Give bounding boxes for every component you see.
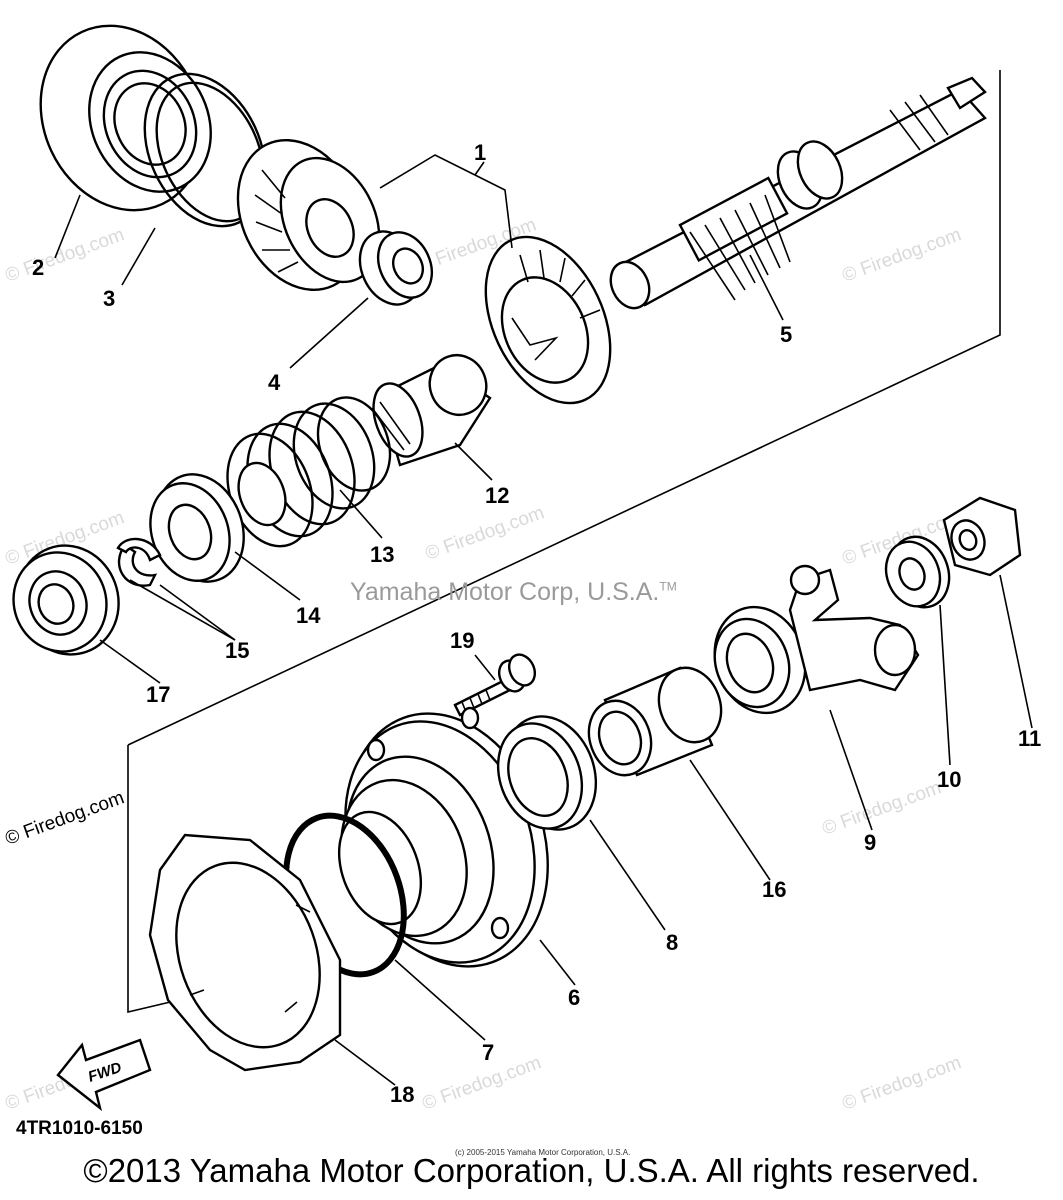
watermark: © Firedog.com xyxy=(840,1052,965,1114)
callout-16: 16 xyxy=(762,877,786,902)
forward-arrow: FWD xyxy=(56,1038,152,1112)
part-19-bolt xyxy=(453,653,537,717)
copyright-notice: ©2013 Yamaha Motor Corporation, U.S.A. A… xyxy=(83,1152,980,1189)
watermark: © Firedog.com xyxy=(840,224,965,286)
part-9-yoke xyxy=(713,564,920,715)
watermark: © Firedog.com xyxy=(423,502,548,564)
part-11-nut xyxy=(942,496,1022,577)
part-12-sleeve xyxy=(371,354,492,467)
part-13-spring xyxy=(226,396,392,548)
center-watermark: Yamaha Motor Corp, U.S.A.TM xyxy=(350,578,677,606)
callout-6: 6 xyxy=(568,985,580,1010)
part-15-circlip xyxy=(116,537,162,587)
callout-2: 2 xyxy=(32,255,44,280)
part-8-seal xyxy=(496,715,598,831)
tiny-copyright: (c) 2005-2015 Yamaha Motor Corporation, … xyxy=(455,1148,631,1157)
leader-lines xyxy=(54,194,1033,1086)
callout-3: 3 xyxy=(103,286,115,311)
part-14-washer xyxy=(149,473,245,583)
part-17-bearing xyxy=(12,544,120,656)
callout-12: 12 xyxy=(485,483,509,508)
callout-5: 5 xyxy=(780,322,792,347)
watermark: © Firedog.com xyxy=(820,777,945,839)
part-1-gear-right xyxy=(484,235,612,405)
callout-7: 7 xyxy=(482,1040,494,1065)
callout-17: 17 xyxy=(146,682,170,707)
callout-1: 1 xyxy=(474,140,486,165)
callout-9: 9 xyxy=(864,830,876,855)
part-16-spacer xyxy=(587,666,723,777)
callout-8: 8 xyxy=(666,930,678,955)
diagram-code: 4TR1010-6150 xyxy=(16,1118,143,1139)
callout-18: 18 xyxy=(390,1082,414,1107)
callout-14: 14 xyxy=(296,603,321,628)
part-10-washer xyxy=(884,535,951,609)
callout-4: 4 xyxy=(268,370,281,395)
part-18-plate xyxy=(148,833,342,1072)
part-1-bracket xyxy=(379,154,513,249)
callout-13: 13 xyxy=(370,542,394,567)
part-5-shaft xyxy=(609,76,987,310)
watermark-dark: © Firedog.com xyxy=(3,787,128,849)
part-4-collar xyxy=(358,230,434,306)
callout-15: 15 xyxy=(225,638,249,663)
part-1-gear-left xyxy=(236,138,381,292)
callout-10: 10 xyxy=(937,767,961,792)
part-6-housing xyxy=(337,706,549,968)
callout-labels: 1 2 3 4 5 6 7 8 9 10 11 12 13 14 15 16 1… xyxy=(32,140,1041,1107)
part-2-bearing xyxy=(39,24,212,212)
callout-11: 11 xyxy=(1018,726,1041,751)
callout-19: 19 xyxy=(450,628,474,653)
